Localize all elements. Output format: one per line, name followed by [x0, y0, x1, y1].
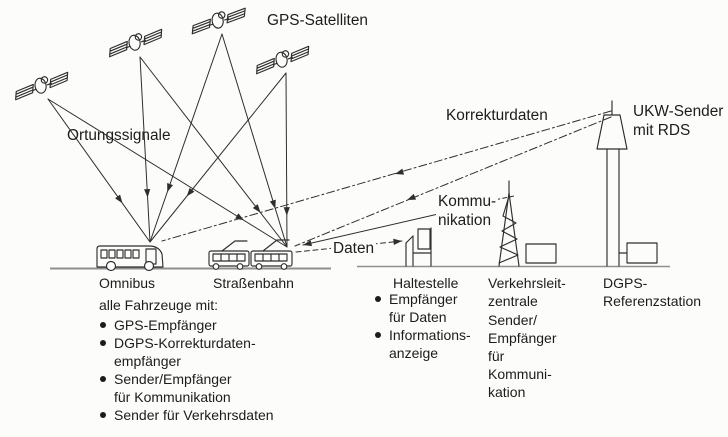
verkehrsleitzentrale-equipment: Sender/ Empfänger für Kommuni- kation — [488, 312, 557, 400]
satellite-icon — [252, 45, 313, 75]
satellite-icon — [11, 71, 72, 101]
dgps-referenzstation-label: DGPS- Referenzstation — [603, 275, 702, 309]
kommunikation-label: Kommu- nikation — [436, 192, 499, 230]
ortungssignale-arrows — [47, 33, 290, 248]
vehicles-equipment-list: GPS-Empfänger DGPS-Korrekturdaten- empfä… — [99, 316, 274, 424]
list-item: DGPS-Korrekturdaten- empfänger — [99, 334, 274, 370]
satellite-icon — [189, 7, 249, 35]
haltestelle-equipment-list: Empfänger für Daten Informations- anzeig… — [374, 290, 471, 362]
tram-icon — [208, 239, 293, 270]
station-building-icon — [525, 243, 557, 264]
haltestelle-label: Haltestelle — [393, 275, 459, 291]
vehicles-equipment-heading: alle Fahrzeuge mit: — [99, 297, 219, 313]
list-item: Informations- anzeige — [374, 326, 471, 362]
station-building-icon — [626, 242, 658, 264]
satellite-icon — [105, 28, 166, 58]
verkehrsleitzentrale-label: Verkehrsleit- zentrale — [488, 275, 566, 309]
omnibus-label: Omnibus — [99, 275, 156, 291]
korrekturdaten-lines — [161, 110, 612, 247]
strassenbahn-label: Straßenbahn — [213, 275, 294, 291]
list-item: Empfänger für Daten — [374, 290, 471, 326]
list-item: GPS-Empfänger — [99, 316, 274, 334]
list-item: Sender/Empfänger für Kommunikation — [99, 370, 274, 406]
list-item: Sender für Verkehrsdaten — [99, 406, 274, 424]
bus-stop-icon — [405, 227, 432, 267]
korrekturdaten-label: Korrekturdaten — [446, 107, 548, 124]
gps-satellites-label: GPS-Satelliten — [267, 12, 368, 29]
lattice-tower-icon — [498, 180, 520, 267]
daten-label: Daten — [331, 239, 377, 258]
ortungssignale-label: Ortungssignale — [67, 127, 171, 144]
ukw-sender-label: UKW-Sender mit RDS — [633, 103, 724, 139]
radio-mast-icon — [596, 100, 628, 267]
bus-icon — [96, 245, 164, 272]
